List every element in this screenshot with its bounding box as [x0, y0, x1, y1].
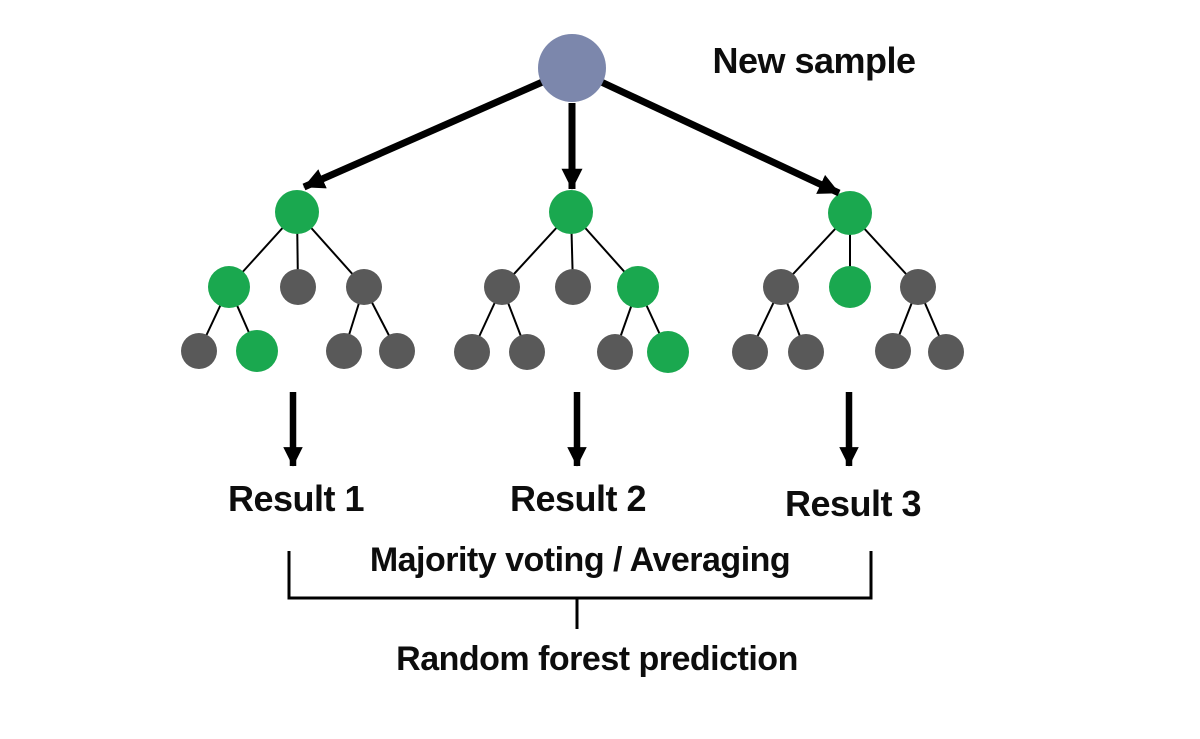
new-sample-label: New sample	[712, 40, 916, 81]
tree-3-node-b	[829, 266, 871, 308]
tree-3-node-d	[732, 334, 768, 370]
new-sample-node	[538, 34, 606, 102]
tree-3-node-f	[875, 333, 911, 369]
tree-3-node-e	[788, 334, 824, 370]
tree-2-node-g	[647, 331, 689, 373]
result-1-label: Result 1	[227, 478, 365, 519]
tree-1-node-g	[379, 333, 415, 369]
sample-arrow-3	[595, 76, 841, 197]
tree-3-node-g	[928, 334, 964, 370]
result-3-label: Result 3	[784, 483, 922, 524]
tree-1-node-e	[236, 330, 278, 372]
tree-1-node-d	[181, 333, 217, 369]
tree-2-node-f	[597, 334, 633, 370]
tree-2-node-c	[617, 266, 659, 308]
tree-2-node-e	[509, 334, 545, 370]
tree-3-node-root	[828, 191, 872, 235]
aggregation-bracket	[287, 551, 873, 600]
tree-1-node-root	[275, 190, 319, 234]
tree-1-node-c	[346, 269, 382, 305]
tree-2-node-root	[549, 190, 593, 234]
tree-3-node-c	[900, 269, 936, 305]
tree-2-node-d	[454, 334, 490, 370]
tree-1-node-a	[208, 266, 250, 308]
tree-2-node-a	[484, 269, 520, 305]
result-2-label: Result 2	[509, 478, 647, 519]
sample-arrow-1	[302, 76, 549, 191]
aggregation-label: Majority voting / Averaging	[369, 541, 791, 579]
tree-2-node-b	[555, 269, 591, 305]
tree-1-node-b	[280, 269, 316, 305]
tree-1-node-f	[326, 333, 362, 369]
tree-3-node-a	[763, 269, 799, 305]
prediction-label: Random forest prediction	[396, 640, 798, 678]
